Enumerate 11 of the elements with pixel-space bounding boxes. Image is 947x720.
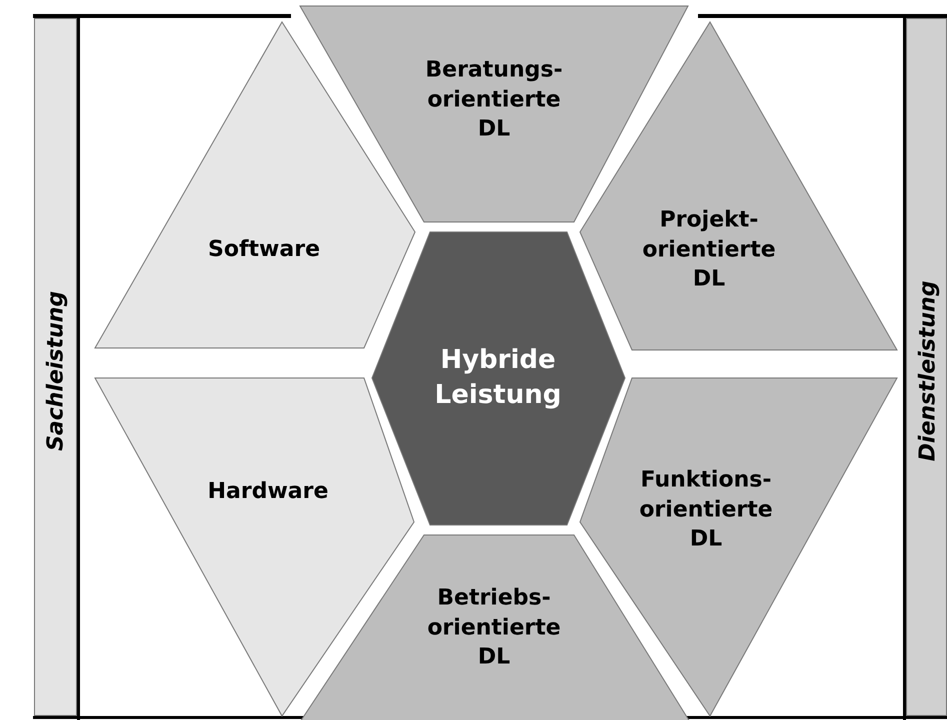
segment-label: Hardware — [206, 478, 330, 506]
segment-label: Software — [207, 236, 321, 264]
band-label: Dienstleistung — [916, 280, 940, 462]
segment-label: Projekt- orientierte DL — [641, 206, 777, 294]
side-band — [34, 18, 77, 716]
segment-label: Betriebs- orientierte DL — [426, 584, 562, 672]
side-band — [906, 18, 947, 716]
segment-label: Beratungs- orientierte DL — [424, 56, 564, 144]
segment-label: Hybride Leistung — [434, 344, 562, 412]
band-label: Sachleistung — [44, 290, 68, 452]
segment-label: Funktions- orientierte DL — [638, 466, 774, 554]
